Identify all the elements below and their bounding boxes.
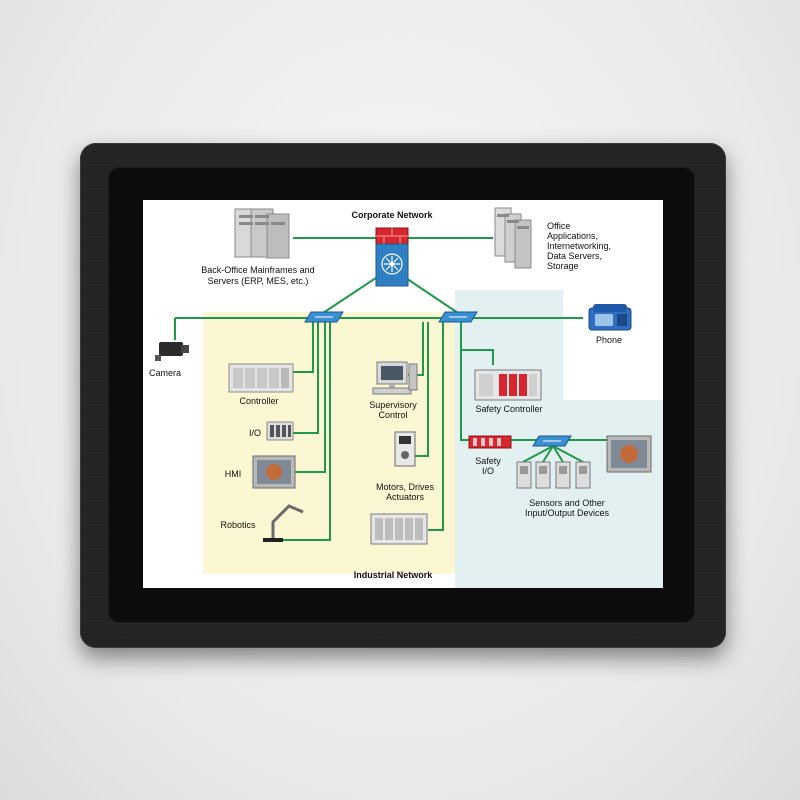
office-label-line2: Applications, bbox=[547, 231, 598, 241]
mainframe-servers-icon bbox=[234, 208, 290, 259]
io-label: I/O bbox=[249, 428, 261, 438]
sensor-hmi-icon bbox=[606, 435, 652, 473]
controller-label: Controller bbox=[239, 396, 278, 406]
robot-arm-icon bbox=[263, 504, 304, 542]
corporate-network-title: Corporate Network bbox=[351, 210, 433, 220]
firewall-icon bbox=[375, 227, 409, 287]
safety-io-icon bbox=[468, 435, 512, 449]
safety-controller-label: Safety Controller bbox=[475, 404, 542, 414]
phone-icon bbox=[588, 304, 632, 331]
office-servers-icon bbox=[494, 207, 532, 269]
robotics-label: Robotics bbox=[220, 520, 256, 530]
screen: Corporate Network Back-Office Mainframes… bbox=[143, 200, 663, 588]
motors-label-line1: Motors, Drives bbox=[376, 482, 435, 492]
switch-left-icon bbox=[304, 311, 344, 323]
mainframes-label-line2: Servers (ERP, MES, etc.) bbox=[208, 276, 309, 286]
safety-controller-icon bbox=[474, 369, 542, 401]
safety-io-label-line2: I/O bbox=[482, 466, 494, 476]
sensor-devices-icon bbox=[516, 461, 591, 489]
camera-icon bbox=[155, 342, 189, 361]
switch-sensors-icon bbox=[532, 435, 572, 447]
workstation-icon bbox=[372, 361, 418, 395]
industrial-network-title: Industrial Network bbox=[354, 570, 434, 580]
safety-io-label-line1: Safety bbox=[475, 456, 501, 466]
mainframes-label-line1: Back-Office Mainframes and bbox=[201, 265, 314, 275]
controller-icon bbox=[228, 363, 294, 393]
drive-icon bbox=[394, 431, 416, 467]
office-label-line4: Data Servers, bbox=[547, 251, 602, 261]
network-diagram: Corporate Network Back-Office Mainframes… bbox=[149, 207, 663, 588]
phone-label: Phone bbox=[596, 335, 622, 345]
sensors-label-line2: Input/Output Devices bbox=[525, 508, 610, 518]
supervisory-label-line2: Control bbox=[378, 410, 407, 420]
motors-label-line2: Actuators bbox=[386, 492, 425, 502]
office-label-line3: Internetworking, bbox=[547, 241, 611, 251]
sensors-label-line1: Sensors and Other bbox=[529, 498, 605, 508]
hmi-label: HMI bbox=[225, 469, 242, 479]
hmi-icon bbox=[252, 455, 296, 489]
io-module-icon bbox=[266, 421, 294, 441]
drives-rack-icon bbox=[370, 513, 428, 545]
camera-label: Camera bbox=[149, 368, 181, 378]
switch-right-icon bbox=[438, 311, 478, 323]
supervisory-label-line1: Supervisory bbox=[369, 400, 417, 410]
office-label-line1: Office bbox=[547, 221, 570, 231]
office-label-line5: Storage bbox=[547, 261, 579, 271]
